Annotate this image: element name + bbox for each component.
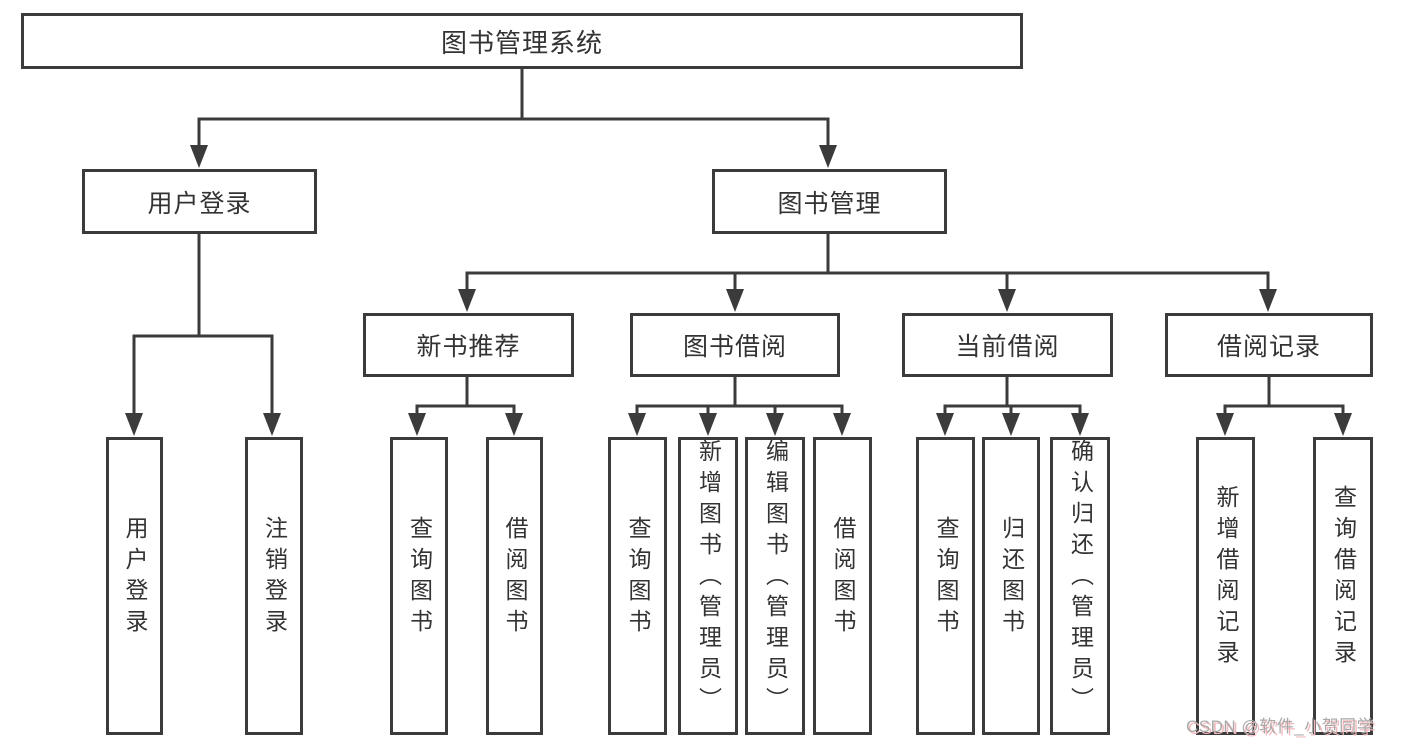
- node-leaf-query-books-1: 查询图书: [390, 437, 448, 735]
- node-new-book-recommend: 新书推荐: [363, 313, 574, 377]
- node-book-management-label: 图书管理: [777, 189, 882, 218]
- node-borrow-records: 借阅记录: [1165, 313, 1373, 377]
- node-leaf-borrow-books-1: 借阅图书: [486, 437, 543, 735]
- node-leaf-edit-books-admin: 编辑图书（管理员）: [745, 437, 805, 735]
- node-user-login: 用户登录: [82, 169, 317, 234]
- node-root: 图书管理系统: [21, 13, 1023, 69]
- node-leaf-query-books-2: 查询图书: [608, 437, 667, 735]
- node-leaf-user-login: 用户登录: [106, 437, 163, 735]
- node-root-label: 图书管理系统: [440, 27, 603, 58]
- node-new-book-recommend-label: 新书推荐: [416, 333, 521, 361]
- node-leaf-logout: 注销登录: [245, 437, 303, 735]
- node-leaf-query-books-3: 查询图书: [916, 437, 975, 735]
- csdn-watermark: CSDN @软件_小贺同学: [1186, 717, 1375, 736]
- node-current-borrow: 当前借阅: [902, 313, 1113, 377]
- node-leaf-return-books: 归还图书: [982, 437, 1040, 735]
- node-leaf-add-borrow-record: 新增借阅记录: [1196, 437, 1255, 735]
- node-leaf-query-borrow-record: 查询借阅记录: [1313, 437, 1373, 735]
- node-book-borrow-label: 图书借阅: [682, 333, 787, 361]
- node-book-management: 图书管理: [712, 169, 947, 234]
- node-book-borrow: 图书借阅: [630, 313, 840, 377]
- node-leaf-borrow-books-2: 借阅图书: [813, 437, 872, 735]
- node-borrow-records-label: 借阅记录: [1216, 333, 1321, 361]
- node-leaf-confirm-return-admin: 确认归还（管理员）: [1050, 437, 1110, 735]
- node-user-login-label: 用户登录: [147, 189, 252, 218]
- node-current-borrow-label: 当前借阅: [955, 333, 1060, 361]
- node-leaf-add-books-admin: 新增图书（管理员）: [678, 437, 738, 735]
